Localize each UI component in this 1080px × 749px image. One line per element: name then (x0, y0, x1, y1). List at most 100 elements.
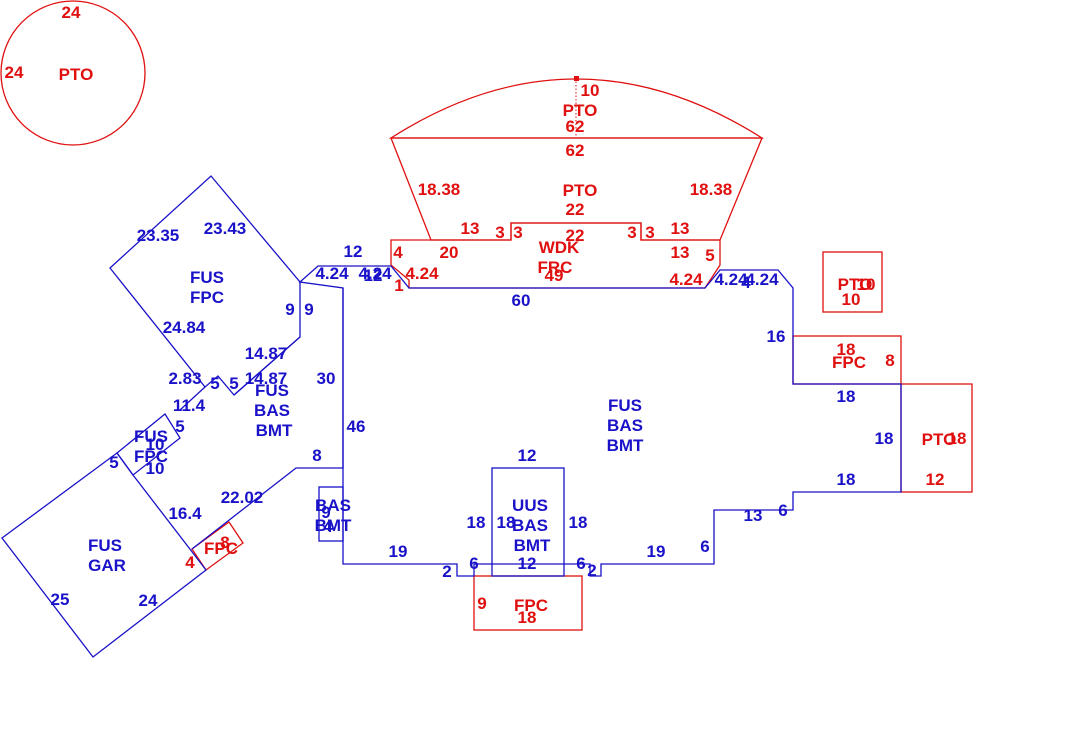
area-label-fpc-up-name2: FPC (190, 288, 224, 307)
area-label-wdk-name1: WDK (539, 238, 580, 257)
dimension-label-fpcs-5b: 5 (109, 453, 118, 472)
dimension-label-main-5a: 5 (210, 374, 219, 393)
area-label-left-name2: BAS (254, 401, 290, 420)
dimension-label-fpc-up-1487a: 14.87 (245, 344, 288, 363)
dimension-label-trap-3d: 3 (645, 223, 654, 242)
dimension-label-fpcb-18: 18 (518, 608, 537, 627)
area-label-bsm-name1: BAS (315, 496, 351, 515)
dimension-label-main-6d: 6 (469, 554, 478, 573)
area-label-fpcs-name1: FUS (134, 427, 168, 446)
fus-bas-bmt-left-outline[interactable] (179, 288, 344, 550)
bas-bmt-small-outline[interactable] (318, 486, 344, 542)
dimension-label-fpcs-5a: 5 (175, 417, 184, 436)
area-label-ptos-name: PTO (838, 275, 873, 294)
dimension-label-fpc-up-2343: 23.43 (204, 219, 247, 238)
dimension-label-fpcrt-8: 8 (885, 351, 894, 370)
dimension-label-ptos-10b: 10 (842, 290, 861, 309)
dimension-label-wdk-4: 4 (393, 243, 403, 262)
area-label-uus-name2: BAS (512, 516, 548, 535)
dimension-label-trap-13l: 13 (461, 219, 480, 238)
area-label-ptor-name: PTO (922, 430, 957, 449)
area-label-wdk-name2: FRC (538, 258, 573, 277)
uus-bas-bmt-outline[interactable] (491, 467, 565, 577)
fus-gar-outline[interactable] (1, 452, 207, 658)
dimension-label-main-19r: 19 (647, 542, 666, 561)
dimension-label-trap-3b: 3 (513, 223, 522, 242)
dimension-label-uus-18a: 18 (467, 513, 486, 532)
dimension-label-fpc-up-1487b: 14.87 (245, 369, 288, 388)
dimension-label-main-2202: 22.02 (221, 488, 264, 507)
pto-circle-outline[interactable] (0, 0, 146, 146)
dimension-label-main-4: 4 (741, 273, 751, 292)
dimension-label-gar-164: 16.4 (168, 504, 202, 523)
dimension-label-main-60: 60 (512, 291, 531, 310)
dimension-label-main-2r: 2 (587, 561, 596, 580)
wdk-frc-outline[interactable] (390, 222, 721, 289)
dimension-label-main-16: 16 (767, 327, 786, 346)
dimension-label-uus-12b: 12 (518, 554, 537, 573)
dimension-label-main-13: 13 (744, 506, 763, 525)
dimension-label-bsm-9: 9 (321, 503, 330, 522)
area-label-fpcb-name: FPC (514, 596, 548, 615)
dimension-label-fpcb-9: 9 (477, 594, 486, 613)
area-label-circle-pto: PTO (59, 65, 94, 84)
dimension-label-main-30: 30 (317, 369, 336, 388)
dimension-label-circle-top: 24 (62, 3, 81, 22)
dimension-label-main-18a: 18 (837, 387, 856, 406)
area-label-fpc-up-name1: FUS (190, 268, 224, 287)
dimension-label-main-18b: 18 (875, 429, 894, 448)
dimension-label-main-424b: 4.24 (358, 264, 392, 283)
area-label-main-name3: BMT (607, 436, 644, 455)
area-label-uus-name3: BMT (514, 536, 551, 555)
dimension-label-main-18c: 18 (837, 470, 856, 489)
area-label-gar-name1: FUS (88, 536, 122, 555)
area-label-main-name2: BAS (607, 416, 643, 435)
dimension-label-arc-10: 10 (581, 81, 600, 100)
dimension-label-fpc-up-9a: 9 (285, 300, 294, 319)
dimension-label-wdk-5: 5 (705, 246, 714, 265)
area-label-main-name1: FUS (608, 396, 642, 415)
dimension-label-main-46: 46 (347, 417, 366, 436)
dimension-label-trap-22b: 22 (566, 226, 585, 245)
dimension-label-bsm-4: 4 (323, 517, 333, 536)
dimension-label-fpcs-10b: 10 (146, 459, 165, 478)
area-label-bsm-name2: BMT (315, 516, 352, 535)
dimension-label-main-2l: 2 (442, 562, 451, 581)
area-label-wdk-49: 49 (545, 266, 564, 285)
dimension-label-fpcs-10a: 10 (146, 435, 165, 454)
dimension-label-arc-62b: 62 (566, 141, 585, 160)
dimension-label-uus-12t: 12 (518, 446, 537, 465)
dimension-label-trap-left: 18.38 (418, 180, 461, 199)
dimension-label-fpc-up-2484: 24.84 (163, 318, 206, 337)
dimension-label-trap-right: 18.38 (690, 180, 733, 199)
dimension-label-wdk-424l: 4.24 (405, 264, 439, 283)
pto-arc-apex-marker (574, 76, 579, 81)
dimension-label-uus-18b: 18 (497, 513, 516, 532)
pto-small-outline[interactable] (822, 251, 883, 313)
dimension-label-ptor-18: 18 (948, 429, 967, 448)
area-label-left-name1: FUS (255, 381, 289, 400)
dimension-label-fpcs-114: 11.4 (173, 396, 206, 415)
dimension-label-uus-18c: 18 (569, 513, 588, 532)
area-label-arc-pto: PTO (563, 101, 598, 120)
dimension-label-trap-3a: 3 (495, 223, 504, 242)
area-label-uus-name1: UUS (512, 496, 548, 515)
dimension-label-main-283: 2.83 (168, 369, 201, 388)
area-label-left-name3: BMT (256, 421, 293, 440)
dimension-label-trap-13r: 13 (671, 219, 690, 238)
dimension-label-main-424d: 4.24 (745, 270, 779, 289)
area-label-trap-pto: PTO (563, 181, 598, 200)
fus-bas-bmt-main-outline[interactable] (298, 265, 902, 577)
pto-arc-outline[interactable] (388, 78, 765, 139)
dimension-label-wdk-20: 20 (440, 243, 459, 262)
dimension-label-main-12: 12 (344, 242, 363, 261)
dimension-label-gar-24: 24 (139, 591, 158, 610)
dimension-label-fpcrt-18: 18 (837, 340, 856, 359)
dimension-label-main-6a: 6 (778, 501, 787, 520)
dimension-label-fpc-up-2335: 23.35 (137, 226, 180, 245)
area-label-fpcrt-name: FPC (832, 353, 866, 372)
dimension-label-ptor-12: 12 (926, 470, 945, 489)
area-label-trap-22: 22 (566, 200, 585, 219)
